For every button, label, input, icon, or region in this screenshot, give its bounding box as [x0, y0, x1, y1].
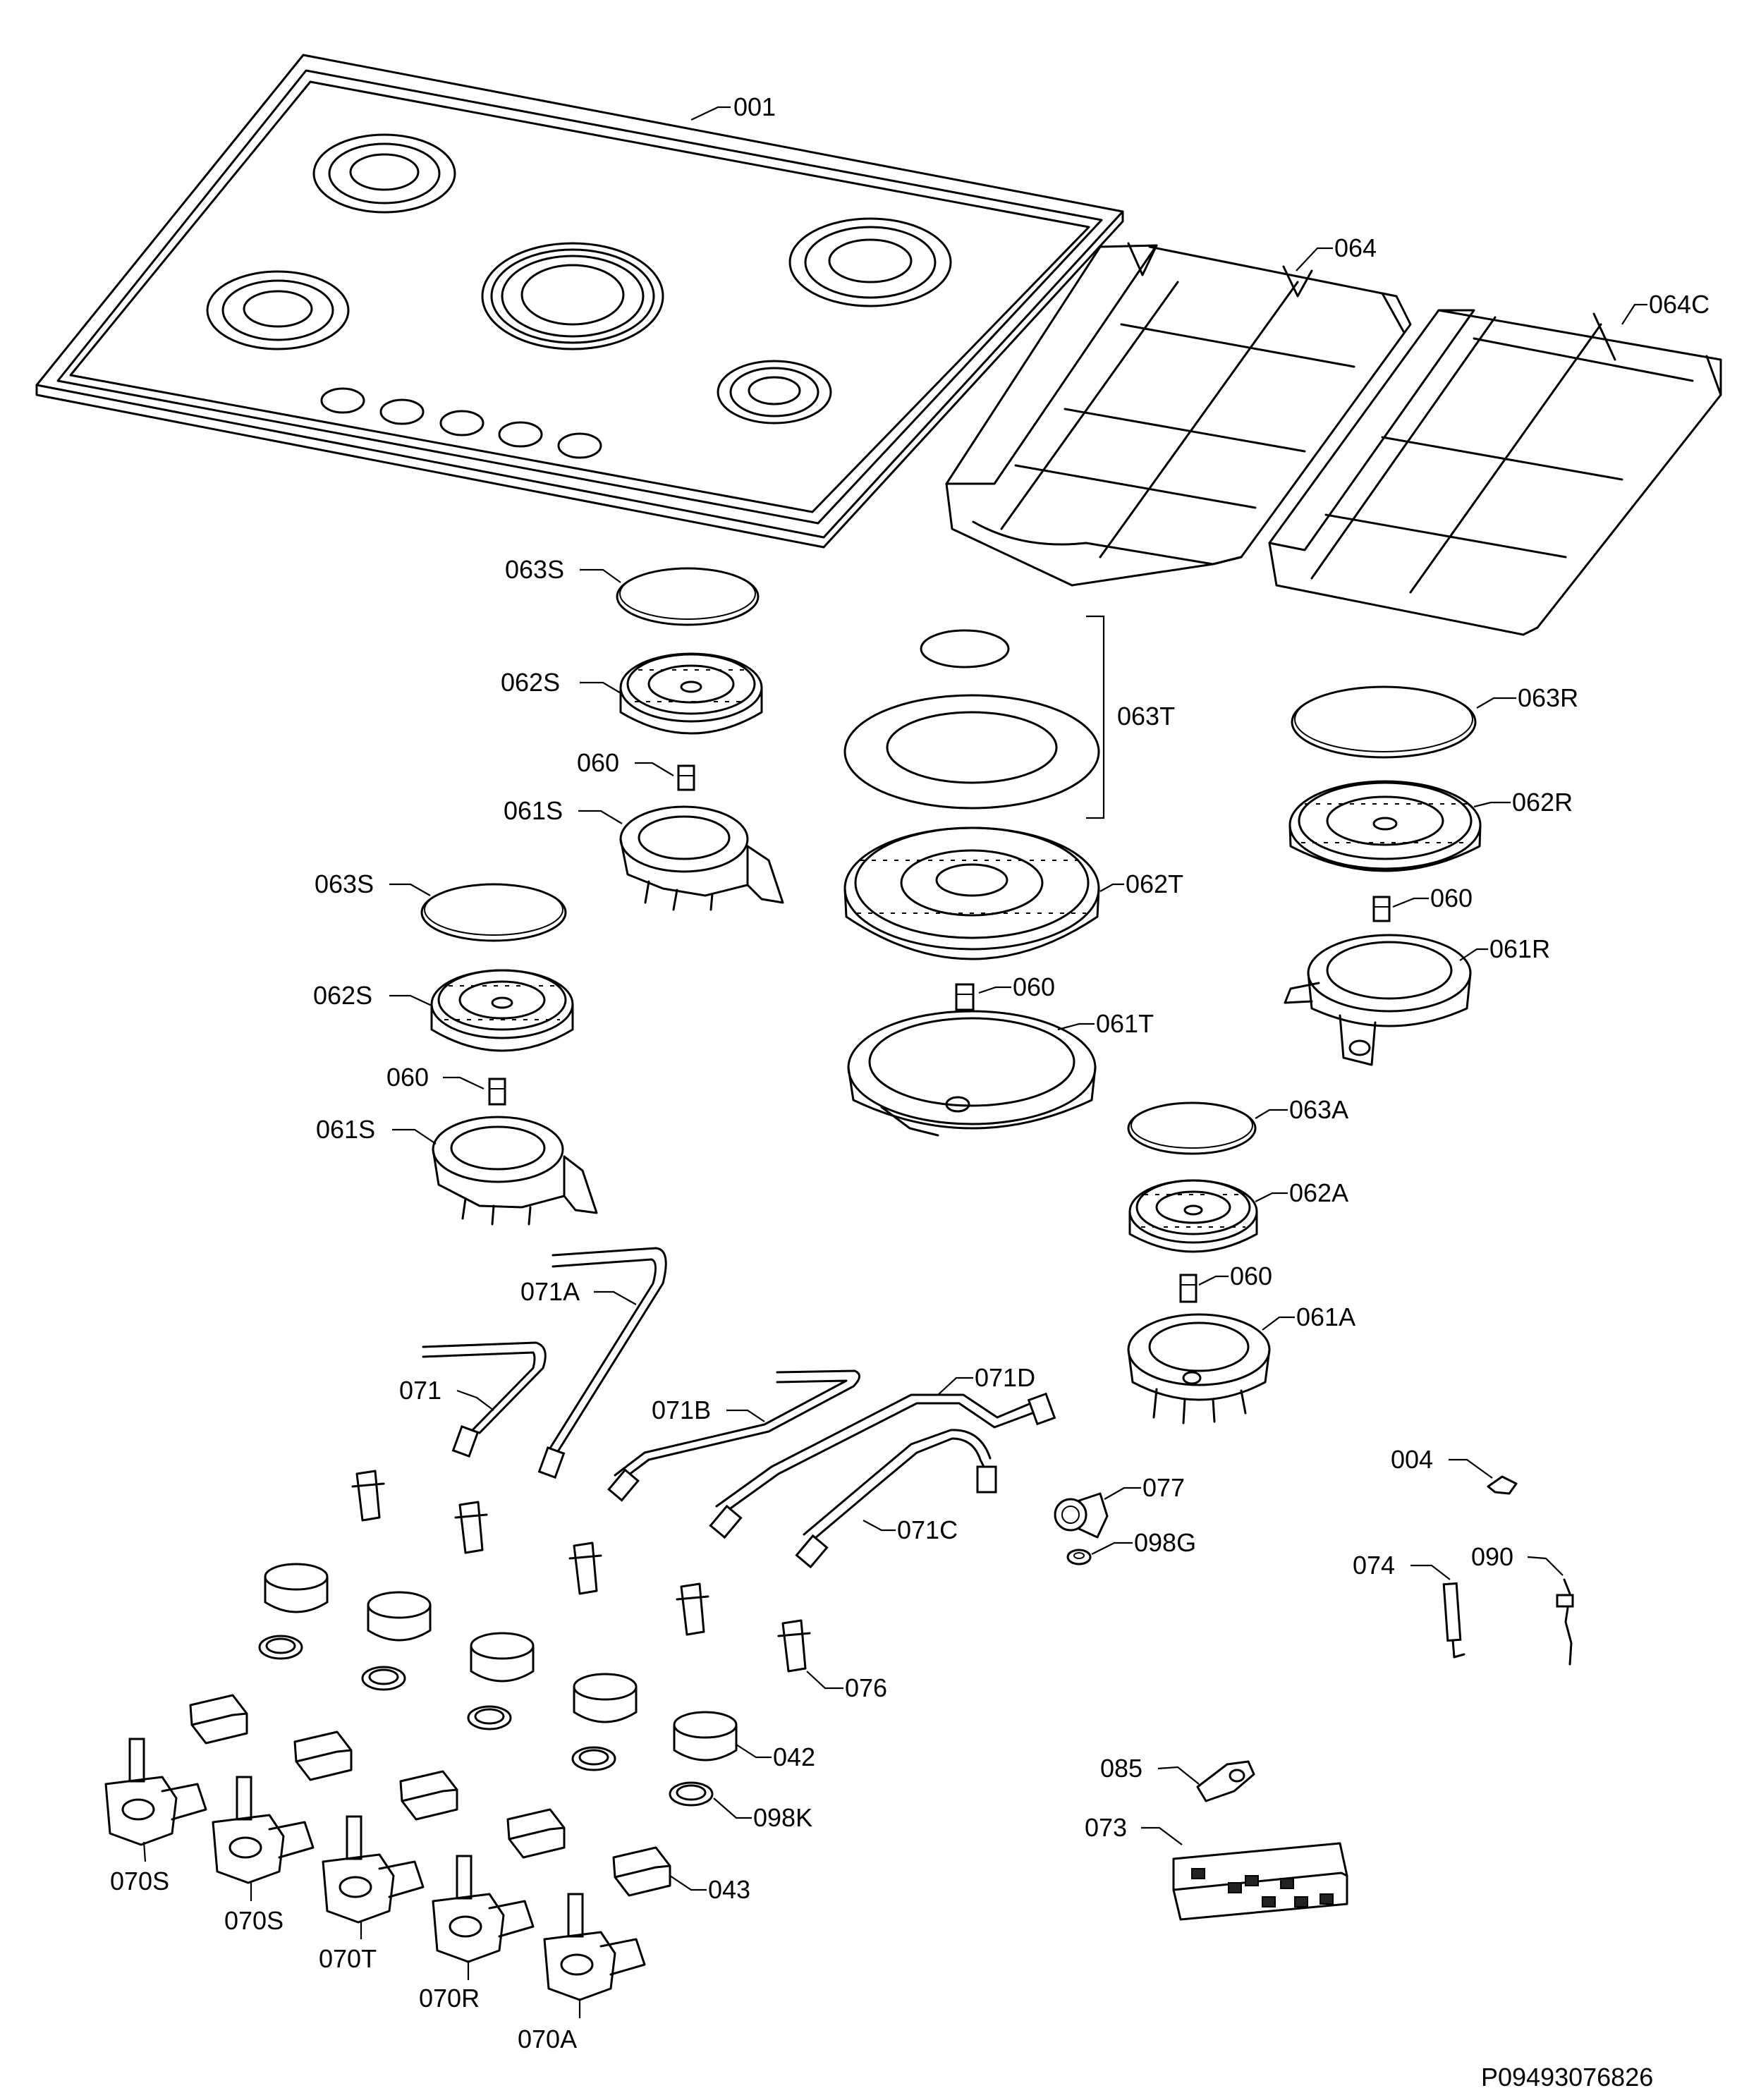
- label-098G: 098G: [1134, 1528, 1196, 1557]
- burner-well-centre-triple: [481, 242, 664, 350]
- label-060-d: 060: [386, 1063, 429, 1092]
- connector-085: [1196, 1760, 1255, 1802]
- gas-valve-070A: [543, 1893, 646, 2001]
- knob-holes: [320, 387, 602, 459]
- injector-060-c: [955, 983, 975, 1011]
- label-001: 001: [733, 92, 776, 121]
- knob-rings-098K: [258, 1635, 714, 1807]
- label-073: 073: [1085, 1813, 1127, 1842]
- burner-well-front-left: [206, 270, 350, 350]
- burner-cap-063R: [1291, 685, 1477, 759]
- label-063S-a: 063S: [505, 555, 564, 584]
- label-071A: 071A: [520, 1277, 580, 1306]
- label-062A: 062A: [1289, 1178, 1348, 1207]
- gas-valve-070R: [432, 1855, 535, 1963]
- washer-098G: [1066, 1549, 1092, 1565]
- label-071: 071: [399, 1376, 441, 1405]
- burner-cap-063S-a: [616, 567, 760, 626]
- clip-004: [1487, 1475, 1518, 1495]
- gas-valve-070S-b: [212, 1776, 315, 1884]
- gas-pipe-071B: [607, 1369, 860, 1502]
- label-070S-a: 070S: [110, 1867, 169, 1896]
- label-042: 042: [773, 1742, 815, 1771]
- burner-crown-062S-b: [430, 969, 574, 1052]
- label-004: 004: [1391, 1445, 1433, 1474]
- label-063S-b: 063S: [315, 869, 374, 898]
- injector-060-e: [1179, 1274, 1198, 1303]
- burner-caps-063T: [843, 629, 1100, 810]
- document-id: P09493076826: [1481, 2063, 1653, 2092]
- label-064C: 064C: [1649, 290, 1710, 319]
- label-071C: 071C: [897, 1515, 958, 1544]
- pan-support-064C: [1268, 309, 1722, 636]
- injector-060-d: [488, 1078, 506, 1106]
- label-060-e: 060: [1230, 1262, 1272, 1290]
- gas-pipe-071C: [795, 1429, 997, 1569]
- mounting-brackets-076: [351, 1470, 811, 1673]
- label-076: 076: [845, 1673, 887, 1702]
- injector-060-a: [677, 764, 695, 791]
- ignition-switches-043: [189, 1694, 671, 1897]
- burner-cap-063S-b: [420, 883, 567, 942]
- label-062T: 062T: [1126, 869, 1183, 898]
- burner-cap-063A: [1127, 1101, 1257, 1155]
- label-061R: 061R: [1489, 934, 1550, 963]
- label-071D: 071D: [975, 1363, 1035, 1392]
- label-062S-b: 062S: [313, 981, 372, 1010]
- burner-body-061R: [1284, 934, 1472, 1066]
- label-071B: 071B: [652, 1396, 711, 1424]
- label-061S-b: 061S: [316, 1115, 375, 1144]
- burner-well-front-right: [717, 360, 832, 425]
- ignition-generator-073: [1172, 1842, 1348, 1921]
- burner-crown-062T: [843, 826, 1100, 960]
- label-060-c: 060: [1013, 972, 1055, 1001]
- label-090: 090: [1471, 1542, 1513, 1571]
- thermocouple-090: [1556, 1578, 1574, 1666]
- injector-060-b: [1372, 896, 1391, 922]
- gas-valve-070T: [322, 1815, 425, 1924]
- label-077: 077: [1142, 1473, 1185, 1502]
- label-070A: 070A: [518, 2025, 577, 2053]
- gas-valve-070S-a: [104, 1738, 207, 1846]
- label-043: 043: [708, 1875, 750, 1904]
- label-062S-a: 062S: [501, 668, 560, 697]
- burner-body-061S-a: [619, 805, 784, 911]
- label-070T: 070T: [319, 1944, 377, 1973]
- label-098K: 098K: [753, 1803, 812, 1832]
- pan-support-064: [945, 242, 1412, 587]
- label-061A: 061A: [1296, 1302, 1355, 1331]
- burner-crown-062R: [1288, 780, 1482, 872]
- label-061T: 061T: [1096, 1009, 1154, 1038]
- hob-top-plate: [35, 54, 1124, 549]
- label-060-a: 060: [577, 748, 619, 777]
- spark-electrode-074: [1442, 1582, 1465, 1659]
- label-063A: 063A: [1289, 1095, 1348, 1124]
- burner-body-061A: [1127, 1313, 1271, 1424]
- label-070R: 070R: [419, 1984, 480, 2013]
- gas-pipe-071: [422, 1341, 547, 1458]
- burner-crown-062S-a: [619, 652, 763, 735]
- label-064: 064: [1334, 233, 1377, 262]
- burner-crown-062A: [1128, 1179, 1258, 1253]
- gas-pipe-071D: [709, 1392, 1056, 1539]
- burner-body-061T: [847, 1010, 1097, 1137]
- label-063R: 063R: [1518, 683, 1578, 712]
- label-063T: 063T: [1117, 702, 1175, 731]
- label-062R: 062R: [1512, 788, 1573, 817]
- label-085: 085: [1100, 1754, 1142, 1783]
- burner-well-back-right: [788, 217, 952, 307]
- elbow-connector-077: [1054, 1492, 1109, 1539]
- burner-body-061S-b: [432, 1116, 598, 1226]
- burner-well-back-left: [312, 133, 456, 214]
- label-060-b: 060: [1430, 884, 1473, 912]
- label-070S-b: 070S: [224, 1906, 284, 1935]
- label-074: 074: [1353, 1551, 1395, 1580]
- gas-pipe-071A: [537, 1247, 667, 1479]
- control-knobs-042: [264, 1563, 738, 1762]
- label-061S-a: 061S: [504, 796, 563, 825]
